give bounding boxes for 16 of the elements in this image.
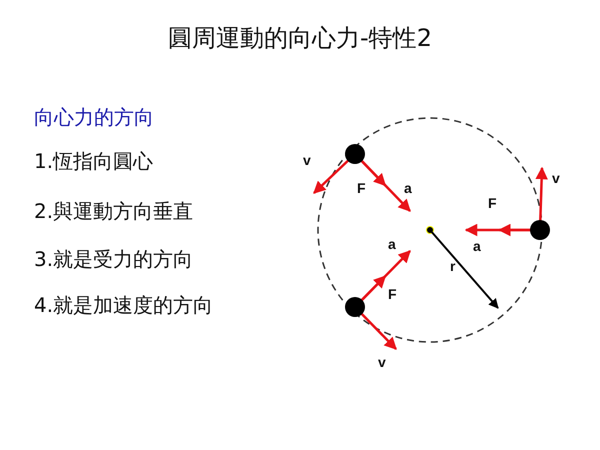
vector-label: r bbox=[450, 258, 456, 274]
vector-label: F bbox=[357, 180, 366, 196]
vector-label: v bbox=[552, 170, 560, 186]
list-item: 3.就是受力的方向 bbox=[34, 246, 194, 273]
vector-label: a bbox=[473, 238, 481, 254]
list-item: 4.就是加速度的方向 bbox=[34, 292, 214, 319]
vector-label: F bbox=[488, 195, 497, 211]
vector-label: F bbox=[388, 286, 397, 302]
list-item: 1.恆指向圓心 bbox=[34, 148, 154, 175]
vector-label: v bbox=[378, 354, 386, 370]
title: 圓周運動的向心力-特性2 bbox=[167, 23, 433, 54]
heading: 向心力的方向 bbox=[34, 104, 154, 131]
list-item: 2.與運動方向垂直 bbox=[34, 198, 194, 225]
vector-label: a bbox=[388, 236, 396, 252]
vector-label: v bbox=[303, 152, 311, 168]
vector-label: a bbox=[404, 180, 412, 196]
